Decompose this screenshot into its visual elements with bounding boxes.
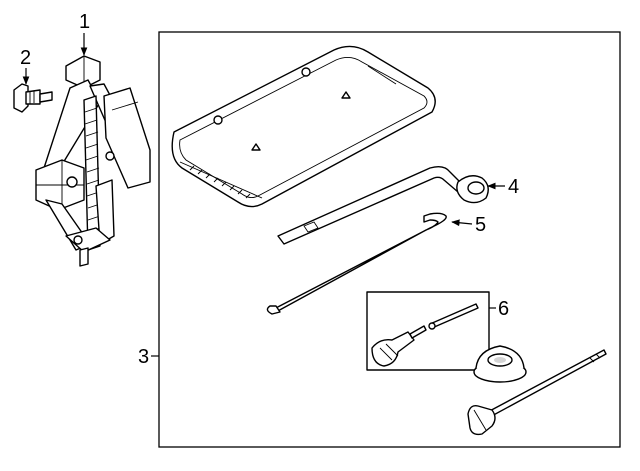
callout-3: 3 bbox=[138, 346, 149, 368]
t-handle-rod[interactable] bbox=[467, 349, 607, 436]
lug-wrench[interactable] bbox=[277, 165, 489, 245]
tool-tray[interactable] bbox=[171, 45, 436, 208]
tool-set-box[interactable] bbox=[366, 291, 490, 371]
callout-6: 6 bbox=[498, 298, 509, 320]
scissor-jack[interactable] bbox=[35, 55, 151, 267]
jack-handle-knob[interactable] bbox=[13, 83, 53, 113]
kit-border-box bbox=[158, 31, 621, 448]
callout-4: 4 bbox=[508, 176, 519, 198]
callout-1: 1 bbox=[79, 11, 90, 33]
leader-5 bbox=[451, 219, 473, 227]
jack-rod[interactable] bbox=[266, 212, 447, 315]
jack-spacer[interactable] bbox=[473, 345, 527, 383]
callout-2: 2 bbox=[20, 47, 31, 69]
callout-5: 5 bbox=[475, 214, 486, 236]
